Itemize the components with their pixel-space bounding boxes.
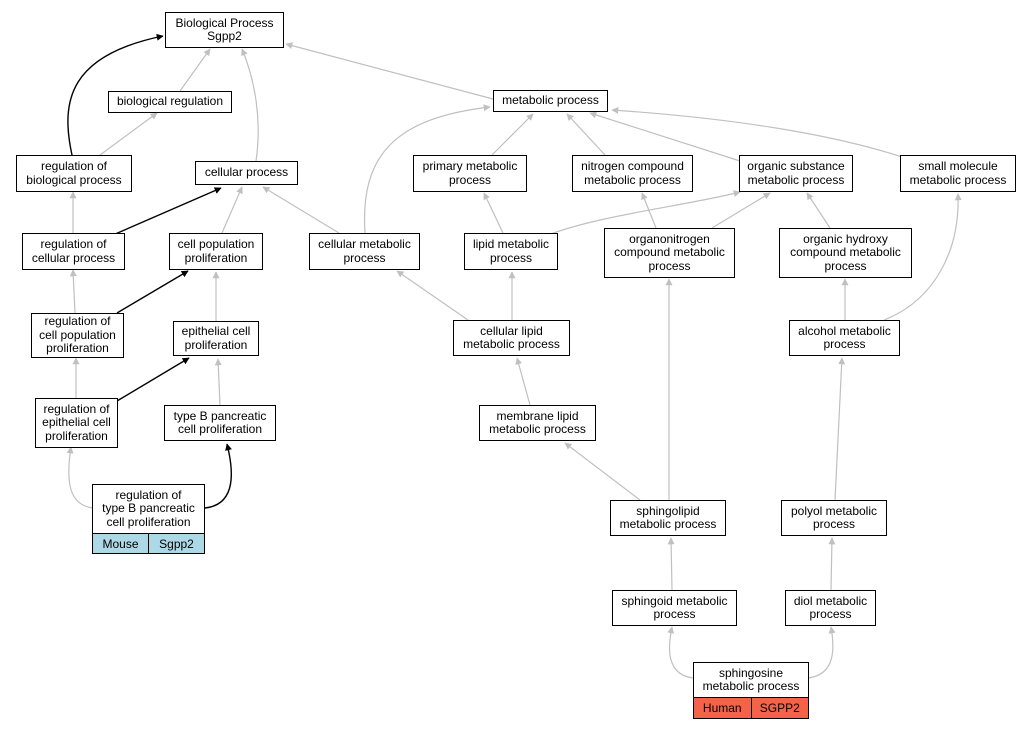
edge-reg-type-b-to-type-b-prolif-black xyxy=(204,443,233,509)
mouse-species-label: Mouse xyxy=(102,536,139,551)
node-sphingolipid-metabolic-process[interactable]: sphingolipid metabolic process xyxy=(610,500,726,536)
node-regulation-of-biological-process[interactable]: regulation of biological process xyxy=(16,155,132,192)
edge-sphingosine-to-diol xyxy=(807,626,836,679)
edge-polyol-to-alcohol xyxy=(834,357,846,501)
node-sphingosine-metabolic-process[interactable]: sphingosine metabolic process xyxy=(693,662,809,698)
node-regulation-of-cellular-process[interactable]: regulation of cellular process xyxy=(22,233,125,270)
edge-organic-hydroxy-to-organic-substance xyxy=(806,192,831,229)
edge-organic-substance-to-metabolic-process xyxy=(589,111,741,162)
node-type-b-pancreatic-cell-proliferation[interactable]: type B pancreatic cell proliferation xyxy=(164,405,276,441)
edge-reg-type-b-to-reg-epithelial xyxy=(66,446,94,509)
edge-reg-bio-process-to-bp-black xyxy=(67,33,164,156)
node-cellular-lipid-metabolic-process[interactable]: cellular lipid metabolic process xyxy=(453,320,570,356)
edge-reg-cell-pop-prolif-to-reg-cellular-process xyxy=(69,269,77,314)
edge-primary-metabolic-to-metabolic-process xyxy=(491,113,534,156)
edge-nitrogen-compound-to-metabolic-process xyxy=(566,113,606,156)
edge-sphingoid-to-sphingolipid xyxy=(667,537,675,591)
edge-small-molecule-to-metabolic-process xyxy=(611,106,903,158)
edge-sphingolipid-to-membrane-lipid xyxy=(564,442,641,501)
node-alcohol-metabolic-process[interactable]: alcohol metabolic process xyxy=(789,320,900,356)
edge-organonitrogen-to-organic-substance xyxy=(711,192,771,229)
node-cellular-process[interactable]: cellular process xyxy=(195,161,298,185)
node-organic-hydroxy-compound-metabolic-process[interactable]: organic hydroxy compound metabolic proce… xyxy=(779,228,912,278)
edge-lipid-metabolic-to-organic-substance xyxy=(547,190,741,236)
node-cell-population-proliferation[interactable]: cell population proliferation xyxy=(169,233,263,270)
human-species-label: Human xyxy=(702,701,742,715)
node-regulation-of-cell-population-proliferation[interactable]: regulation of cell population proliferat… xyxy=(31,313,124,358)
node-metabolic-process[interactable]: metabolic process xyxy=(493,90,608,112)
mouse-gene-tag: Mouse Sgpp2 xyxy=(92,533,205,554)
node-primary-metabolic-process[interactable]: primary metabolic process xyxy=(413,155,527,192)
edge-sphingosine-to-sphingoid xyxy=(667,626,694,679)
edge-reg-cellular-process-to-cellular-process-black xyxy=(112,187,222,236)
node-membrane-lipid-metabolic-process[interactable]: membrane lipid metabolic process xyxy=(479,405,596,441)
edge-reg-bio-process-to-biological-regulation xyxy=(99,112,158,156)
node-polyol-metabolic-process[interactable]: polyol metabolic process xyxy=(781,500,887,536)
node-nitrogen-compound-metabolic-process[interactable]: nitrogen compound metabolic process xyxy=(572,155,693,192)
edge-biological-regulation-to-bp xyxy=(179,48,211,92)
edge-cellular-process-to-bp xyxy=(241,48,259,162)
node-biological-process-sgpp2[interactable]: Biological Process Sgpp2 xyxy=(165,12,284,48)
edge-cellular-metabolic-to-cellular-process xyxy=(262,186,340,234)
node-epithelial-cell-proliferation[interactable]: epithelial cell proliferation xyxy=(173,321,259,356)
node-biological-regulation[interactable]: biological regulation xyxy=(108,91,232,113)
edge-membrane-lipid-to-cellular-lipid xyxy=(515,357,531,406)
node-small-molecule-metabolic-process[interactable]: small molecule metabolic process xyxy=(900,155,1016,192)
edge-cellular-lipid-to-cellular-metabolic xyxy=(396,270,469,321)
mouse-gene-label: Sgpp2 xyxy=(148,534,204,553)
edge-cell-pop-prolif-to-cellular-process xyxy=(221,186,243,234)
node-regulation-of-type-b-pancreatic-cell-proliferation[interactable]: regulation of type B pancreatic cell pro… xyxy=(92,484,205,534)
node-organonitrogen-compound-metabolic-process[interactable]: organonitrogen compound metabolic proces… xyxy=(604,228,735,278)
edge-reg-epithelial-to-epithelial-prolif-black xyxy=(116,357,190,402)
node-regulation-of-epithelial-cell-proliferation[interactable]: regulation of epithelial cell proliferat… xyxy=(35,398,118,448)
edge-metabolic-process-to-bp xyxy=(285,42,494,100)
edge-organonitrogen-to-nitrogen-compound xyxy=(641,192,657,229)
edge-alcohol-to-small-molecule xyxy=(883,193,962,321)
edge-cellular-metabolic-to-metabolic-process xyxy=(363,104,491,234)
node-cellular-metabolic-process[interactable]: cellular metabolic process xyxy=(309,233,420,270)
edge-diol-to-polyol xyxy=(828,537,836,591)
edge-reg-cell-pop-prolif-to-cell-pop-prolif-black xyxy=(116,270,189,314)
human-gene-tag: Human SGPP2 xyxy=(693,697,809,719)
node-lipid-metabolic-process[interactable]: lipid metabolic process xyxy=(464,233,558,270)
node-diol-metabolic-process[interactable]: diol metabolic process xyxy=(785,590,876,626)
node-organic-substance-metabolic-process[interactable]: organic substance metabolic process xyxy=(739,155,853,192)
edge-type-b-prolif-to-epithelial-prolif xyxy=(214,358,222,406)
edge-lipid-metabolic-to-primary-metabolic xyxy=(483,192,504,234)
human-gene-label: SGPP2 xyxy=(750,698,809,718)
node-sphingoid-metabolic-process[interactable]: sphingoid metabolic process xyxy=(612,590,737,626)
